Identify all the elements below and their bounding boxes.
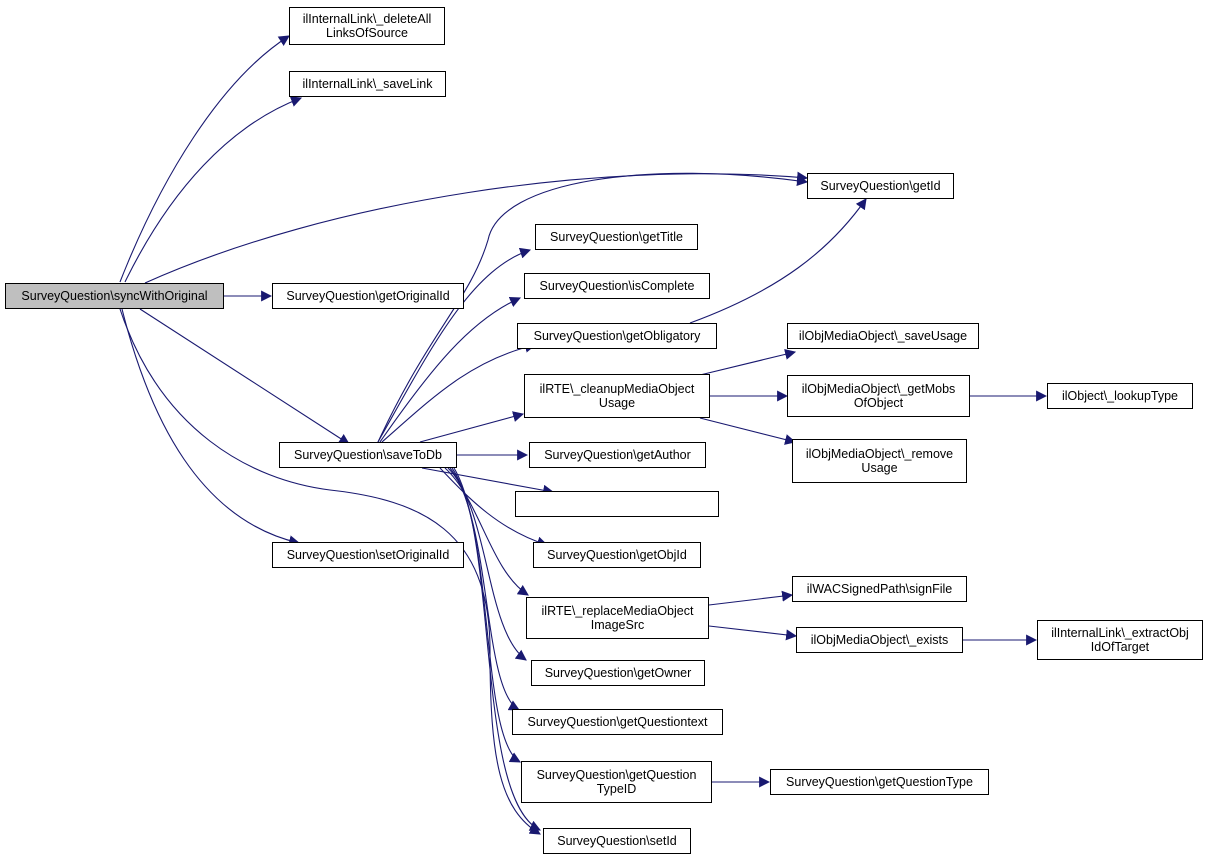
node-save-link[interactable]: ilInternalLink\_saveLink [289,71,446,97]
node-get-question-type[interactable]: SurveyQuestion\getQuestionType [770,769,989,795]
node-set-id[interactable]: SurveyQuestion\setId [543,828,691,854]
node-save-to-db[interactable]: SurveyQuestion\saveToDb [279,442,457,468]
edge-saveToDb-setId [453,467,541,831]
node-sync-with-original: SurveyQuestion\syncWithOriginal [5,283,224,309]
edge-sync-saveToDb [139,308,350,445]
node-extract-obj-id-of-target[interactable]: ilInternalLink\_extractObj IdOfTarget [1037,620,1203,660]
edge-saveToDb-getQText [449,467,520,711]
node-get-questiontext[interactable]: SurveyQuestion\getQuestiontext [512,709,723,735]
node-exists[interactable]: ilObjMediaObject\_exists [796,627,963,653]
edge-saveToDb-cleanup [419,411,525,443]
edge-saveToDb-isComplete [379,296,522,443]
node-remove-usage[interactable]: ilObjMediaObject\_remove Usage [792,439,967,483]
edge-saveToDb-getObjId [439,467,549,548]
edge-sync-saveLink [124,96,303,283]
node-get-question-type-id[interactable]: SurveyQuestion\getQuestion TypeID [521,761,712,803]
edge-saveToDb-getQTypeID [451,467,521,763]
edge-saveToDb-getTitle [377,247,532,443]
edge-sync-setId [119,308,541,835]
node-is-complete[interactable]: SurveyQuestion\isComplete [524,273,710,299]
node-get-mobs-of-object[interactable]: ilObjMediaObject\_getMobs OfObject [787,375,970,417]
edge-cleanup-saveUsage [699,348,797,376]
edge-saveToDb-getOblig [381,341,537,443]
node-get-id[interactable]: SurveyQuestion\getId [807,173,954,199]
node-get-obligatory[interactable]: SurveyQuestion\getObligatory [517,323,717,349]
edge-saveToDb-getDesc [421,467,555,496]
edge-getOblig-getId [689,198,867,324]
node-get-original-id[interactable]: SurveyQuestion\getOriginalId [272,283,464,309]
node-get-description[interactable] [515,491,719,517]
node-get-obj-id[interactable]: SurveyQuestion\getObjId [533,542,701,568]
node-delete-all-links-of-source[interactable]: ilInternalLink\_deleteAll LinksOfSource [289,7,445,45]
node-get-author[interactable]: SurveyQuestion\getAuthor [529,442,706,468]
edge-cleanup-removeUsage [699,417,797,445]
edge-saveToDb-getId [377,172,809,443]
node-cleanup-media-object-usage[interactable]: ilRTE\_cleanupMediaObject Usage [524,374,710,418]
edge-sync-delAll [119,35,290,283]
node-get-owner[interactable]: SurveyQuestion\getOwner [531,660,705,686]
node-set-original-id[interactable]: SurveyQuestion\setOriginalId [272,542,464,568]
edge-replace-signFile [708,590,794,606]
edge-sync-getId [144,171,809,284]
node-lookup-type[interactable]: ilObject\_lookupType [1047,383,1193,409]
node-sign-file[interactable]: ilWACSignedPath\signFile [792,576,967,602]
edge-sync-setOrigId [121,308,301,547]
edge-saveToDb-replace [444,467,529,596]
node-replace-media-object-image-src[interactable]: ilRTE\_replaceMediaObject ImageSrc [526,597,709,639]
edges [119,35,1048,835]
node-get-title[interactable]: SurveyQuestion\getTitle [535,224,698,250]
node-save-usage[interactable]: ilObjMediaObject\_saveUsage [787,323,979,349]
edge-replace-exists [708,625,798,641]
